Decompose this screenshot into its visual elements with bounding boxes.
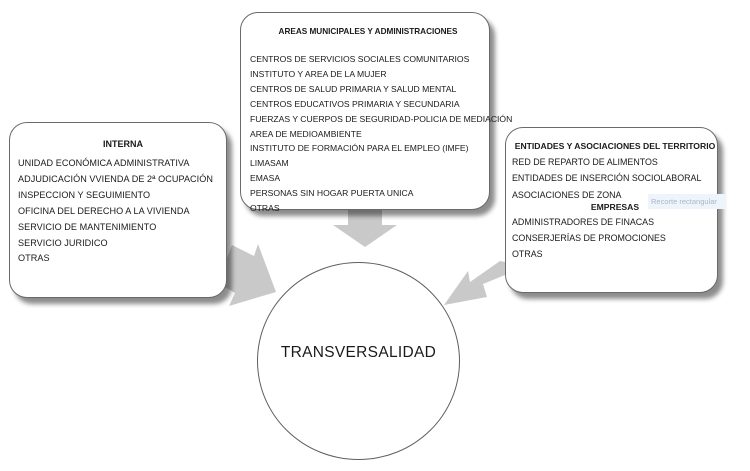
arrow-areas-to-center bbox=[333, 205, 397, 247]
center-label: TRANSVERSALIDAD bbox=[280, 344, 437, 361]
list-item: SERVICIO DE MANTENIMIENTO bbox=[18, 221, 157, 232]
list-item: OTRAS bbox=[512, 249, 543, 260]
list-item: CENTROS DE SALUD PRIMARIA Y SALUD MENTAL bbox=[250, 83, 457, 94]
list-item: CENTROS DE SERVICIOS SOCIALES COMUNITARI… bbox=[250, 54, 470, 64]
list-item: FUERZAS Y CUERPOS DE SEGURIDAD-POLICIA D… bbox=[250, 113, 513, 124]
entidades-box: ENTIDADES Y ASOCIACIONES DEL TERRITORIO … bbox=[505, 127, 718, 293]
list-item: ADMINISTRADORES DE FINACAS bbox=[512, 216, 655, 227]
list-item: OFICINA DEL DERECHO A LA VIVIENDA bbox=[18, 205, 190, 216]
list-item: EMASA bbox=[250, 173, 281, 184]
arrow-entidades-to-center bbox=[444, 261, 505, 305]
entidades-list: RED DE REPARTO DE ALIMENTOS ENTIDADES DE… bbox=[512, 154, 717, 203]
list-item: OTRAS bbox=[250, 203, 280, 214]
areas-box: AREAS MUNICIPALES Y ADMINISTRACIONES CEN… bbox=[240, 12, 512, 213]
areas-list: CENTROS DE SERVICIOS SOCIALES COMUNITARI… bbox=[250, 52, 513, 216]
list-item: ASOCIACIONES DE ZONA bbox=[512, 189, 622, 200]
empresas-list: ADMINISTRADORES DE FINACAS CONSERJERÍAS … bbox=[512, 214, 717, 263]
list-item: AREA DE MEDIOAMBIENTE bbox=[250, 128, 362, 139]
list-item: INSTITUTO DE FORMACIÓN PARA EL EMPLEO (I… bbox=[250, 143, 469, 154]
snip-tool-hint: Recorte rectangular bbox=[648, 194, 726, 209]
entidades-title: ENTIDADES Y ASOCIACIONES DEL TERRITORIO bbox=[514, 141, 716, 151]
list-item: OTRAS bbox=[18, 253, 50, 264]
list-item: PERSONAS SIN HOGAR PUERTA UNICA bbox=[250, 188, 414, 199]
interna-box: INTERNA UNIDAD ECONÓMICA ADMINISTRATIVA … bbox=[9, 122, 227, 298]
list-item: INSPECCION Y SEGUIMIENTO bbox=[18, 189, 151, 200]
arrow-interna-to-center bbox=[218, 244, 276, 306]
empresas-subtitle: EMPRESAS bbox=[590, 201, 640, 212]
center-circle bbox=[257, 262, 460, 460]
list-item: SERVICIO JURIDICO bbox=[18, 237, 108, 248]
list-item: ENTIDADES DE INSERCIÓN SOCIOLABORAL bbox=[512, 173, 702, 184]
list-item: ADJUDICACIÓN VVIENDA DE 2ª OCUPACIÓN bbox=[18, 173, 213, 184]
list-item: LIMASAM bbox=[250, 158, 289, 169]
list-item: UNIDAD ECONÓMICA ADMINISTRATIVA bbox=[18, 158, 190, 168]
list-item: RED DE REPARTO DE ALIMENTOS bbox=[512, 157, 658, 167]
areas-title: AREAS MUNICIPALES Y ADMINISTRACIONES bbox=[278, 27, 458, 36]
interna-title: INTERNA bbox=[103, 139, 143, 149]
list-item: INSTITUTO Y AREA DE LA MUJER bbox=[250, 68, 387, 79]
interna-list: UNIDAD ECONÓMICA ADMINISTRATIVA ADJUDICA… bbox=[18, 156, 226, 267]
list-item: CENTROS EDUCATIVOS PRIMARIA Y SECUNDARIA bbox=[250, 98, 460, 109]
list-item: CONSERJERÍAS DE PROMOCIONES bbox=[512, 233, 666, 244]
